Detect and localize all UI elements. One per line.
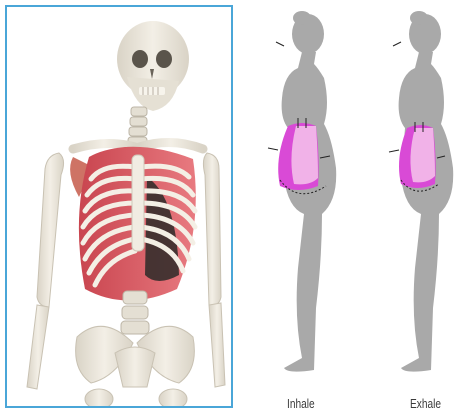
- body-silhouette: [399, 11, 454, 372]
- exhale-figure: [375, 8, 463, 378]
- arrow-icon: [393, 42, 401, 46]
- exhale-caption: Exhale: [410, 396, 441, 411]
- inhale-caption: Inhale: [287, 396, 315, 411]
- inhale-figure: [258, 8, 368, 378]
- arrow-icon: [389, 150, 399, 152]
- pelvis: [76, 326, 195, 408]
- skeleton-illustration-frame: [5, 5, 233, 408]
- arrow-icon: [268, 148, 278, 150]
- body-silhouette: [282, 11, 337, 372]
- rib-cage: [79, 147, 196, 301]
- cervical-spine: [128, 107, 147, 146]
- arrow-icon: [276, 42, 284, 46]
- skeleton-illustration: [7, 7, 233, 408]
- skull: [117, 21, 189, 111]
- abdomen-region: [278, 123, 318, 190]
- lumbar-spine: [121, 291, 149, 334]
